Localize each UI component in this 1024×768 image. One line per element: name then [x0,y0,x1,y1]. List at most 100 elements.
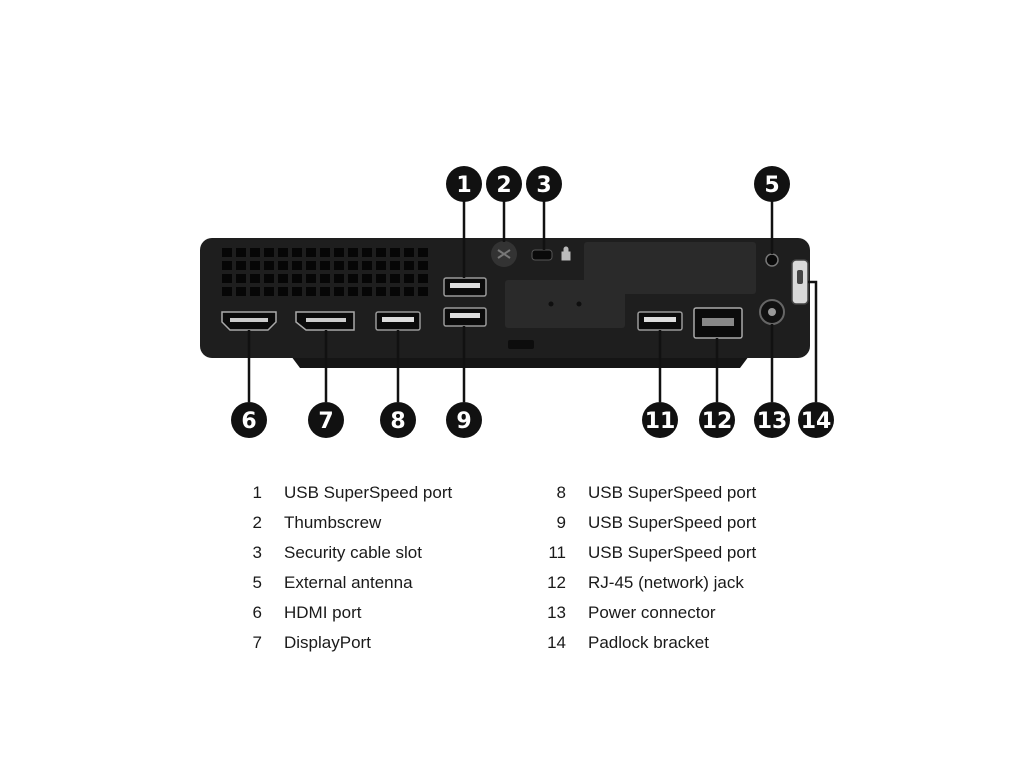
rear-panel-diagram: 1 2 3 5 6 7 8 9 11 12 13 14 [200,166,834,438]
vent-hole [320,248,330,257]
leader-lines [247,200,818,402]
vent-hole [348,248,358,257]
vent-hole [362,248,372,257]
legend-label: DisplayPort [284,633,371,652]
legend-number: 1 [252,483,262,502]
callout-14-number: 14 [801,409,832,434]
vent-hole [348,261,358,270]
callout-9: 9 [446,402,482,438]
vent-hole [278,261,288,270]
vent-hole [292,248,302,257]
legend-row: 14 Padlock bracket [540,628,756,658]
legend-number: 14 [547,633,566,652]
legend-label: USB SuperSpeed port [588,483,757,502]
vent-hole [404,248,414,257]
vent-hole [278,287,288,296]
padlock-bracket-hole [797,270,803,284]
usb-port-11-tongue [644,317,676,322]
usb-port-1-tongue [450,283,480,288]
legend-row: 11 USB SuperSpeed port [540,538,756,568]
vent-hole [236,274,246,283]
vent-hole [362,274,372,283]
vent-hole [390,287,400,296]
vent-hole [404,261,414,270]
legend-label: USB SuperSpeed port [588,513,757,532]
vent-hole [292,261,302,270]
legend-label: RJ-45 (network) jack [588,573,744,592]
legend-label: USB SuperSpeed port [588,543,757,562]
vent-hole [222,274,232,283]
vent-hole [278,274,288,283]
displayport-pins [306,318,346,322]
legend-number: 5 [252,573,262,592]
vent-hole [334,248,344,257]
small-latch [508,340,534,349]
vent-hole [222,261,232,270]
callout-12-number: 12 [702,409,733,434]
power-connector-pin [768,308,776,316]
vent-hole [222,287,232,296]
vent-hole [404,287,414,296]
rj45-jack-contacts [702,318,734,326]
leader-14 [808,280,818,402]
vent-hole [376,287,386,296]
vent-hole [320,261,330,270]
expansion-cover [584,242,756,294]
legend-number: 13 [547,603,566,622]
vent-hole [292,274,302,283]
vent-hole [306,287,316,296]
vent-hole [222,248,232,257]
callout-13-number: 13 [757,409,788,434]
legend-number: 7 [252,633,262,652]
usb-port-8-tongue [382,317,414,322]
vent-hole [362,287,372,296]
legend-label: Security cable slot [284,543,422,562]
vent-hole [278,248,288,257]
callout-5: 5 [754,166,790,202]
vent-hole [362,261,372,270]
vent-hole [264,261,274,270]
vent-hole [418,261,428,270]
vent-hole [306,261,316,270]
vent-hole [250,248,260,257]
callout-7-number: 7 [318,409,333,434]
plate-screw-right [576,301,582,307]
legend-label: Thumbscrew [284,513,382,532]
legend-row: 9 USB SuperSpeed port [540,508,757,538]
legend-label: Power connector [588,603,716,622]
legend-number: 3 [252,543,262,562]
callout-9-number: 9 [456,409,471,434]
callout-1-number: 1 [456,173,471,198]
callout-13: 13 [754,402,790,438]
vent-hole [236,261,246,270]
callout-6-number: 6 [241,409,256,434]
external-antenna[interactable] [765,253,779,267]
legend-number: 9 [556,513,566,532]
thumbscrew-grip [497,249,511,259]
vent-hole [250,287,260,296]
usb-port-9-tongue [450,313,480,318]
security-slot[interactable] [531,249,553,261]
callout-6: 6 [231,402,267,438]
callout-11: 11 [642,402,678,438]
vent-hole [264,248,274,257]
callout-8: 8 [380,402,416,438]
legend-label: Padlock bracket [588,633,709,652]
callout-2: 2 [486,166,522,202]
legend-number: 8 [556,483,566,502]
callout-8-number: 8 [390,409,405,434]
callout-3: 3 [526,166,562,202]
vent-hole [376,261,386,270]
legend-number: 11 [548,543,566,562]
callout-12: 12 [699,402,735,438]
legend-row: 3 Security cable slot [236,538,452,568]
vent-hole [320,287,330,296]
lock-icon [561,246,571,261]
vent-grille [222,248,428,296]
legend-number: 6 [252,603,262,622]
